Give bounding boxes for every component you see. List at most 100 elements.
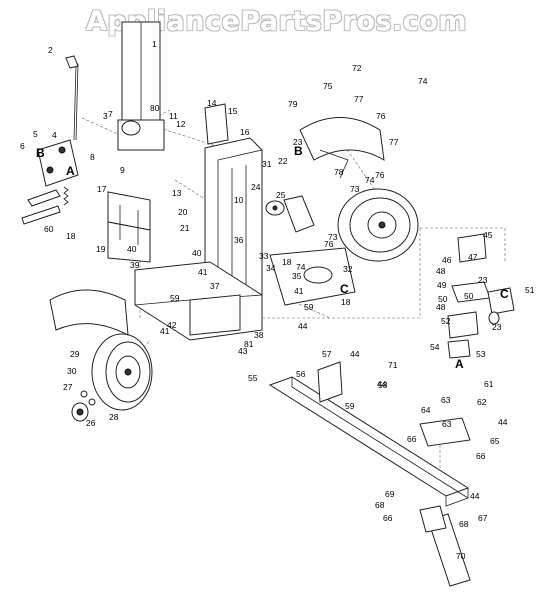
callout-17: 17 [97,184,107,194]
callout-30: 30 [67,366,77,376]
callout-40: 40 [127,244,137,254]
callout-29: 29 [70,349,80,359]
callout-43: 43 [238,346,248,356]
connector-b: B [36,146,45,160]
callout-66: 66 [407,434,417,444]
callout-44: 44 [377,379,387,389]
callout-76: 76 [376,111,386,121]
cylinder-column [117,21,165,151]
callout-18: 18 [282,257,292,267]
callout-37: 37 [210,281,220,291]
callout-2: 2 [48,45,53,55]
callout-74: 74 [296,262,306,272]
callout-59: 59 [170,293,180,303]
callout-74: 74 [365,175,375,185]
tongue-beam [268,376,470,507]
callout-44: 44 [298,321,308,331]
callout-42: 42 [167,320,177,330]
jack-stand [419,505,471,587]
callout-53: 53 [476,349,486,359]
connector-c: C [500,287,509,301]
callout-63: 63 [441,395,451,405]
callout-5: 5 [33,129,38,139]
callout-50: 50 [438,294,448,304]
callout-55: 55 [248,373,258,383]
rod [65,55,79,141]
callout-19: 19 [96,244,106,254]
callout-81: 81 [244,339,254,349]
pump-assembly [447,233,515,359]
left-fender [49,289,129,336]
callout-1: 1 [152,39,157,49]
callout-44: 44 [350,349,360,359]
callout-41: 41 [294,286,304,296]
callout-48: 48 [436,302,446,312]
callout-34: 34 [266,263,276,273]
callout-76: 76 [375,170,385,180]
callout-32: 32 [343,264,353,274]
callout-15: 15 [228,106,238,116]
callout-25: 25 [276,190,286,200]
callout-40: 40 [192,248,202,258]
callout-8: 8 [90,152,95,162]
callout-21: 21 [180,223,190,233]
callout-79: 79 [288,99,298,109]
callout-4: 4 [52,130,57,140]
callout-77: 77 [354,94,364,104]
callout-24: 24 [251,182,261,192]
callout-44: 44 [470,491,480,501]
callout-23: 23 [492,322,502,332]
callout-66: 66 [476,451,486,461]
callout-62: 62 [477,397,487,407]
callout-76: 76 [324,239,334,249]
callout-65: 65 [490,436,500,446]
left-wheel [91,333,153,411]
callout-39: 39 [130,260,140,270]
callout-51: 51 [525,285,535,295]
callout-52: 52 [441,316,451,326]
callout-18: 18 [341,297,351,307]
callout-23: 23 [478,275,488,285]
callout-80: 80 [150,103,160,113]
callout-16: 16 [240,127,250,137]
callout-41: 41 [198,267,208,277]
connector-b: B [294,144,303,158]
callout-28: 28 [109,412,119,422]
callout-38: 38 [254,330,264,340]
callout-47: 47 [468,252,478,262]
beam-bracket [317,361,343,403]
callout-11: 11 [169,111,178,121]
connector-c: C [340,282,349,296]
callout-23: 23 [293,137,303,147]
callout-50: 50 [464,291,474,301]
callout-31: 31 [262,159,272,169]
callout-68: 68 [459,519,469,529]
callout-67: 67 [478,513,488,523]
callout-70: 70 [456,551,466,561]
callout-56: 56 [296,369,306,379]
callout-58: 58 [378,380,388,390]
wedge-bracket [107,191,151,263]
callout-71: 71 [388,360,398,370]
control-valve [27,59,79,207]
callout-10: 10 [234,195,244,205]
callout-33: 33 [259,251,269,261]
callout-41: 41 [160,326,170,336]
callout-69: 69 [385,489,395,499]
clamp [419,417,471,447]
wheel-hub-parts [71,390,96,422]
callout-26: 26 [86,418,96,428]
connector-a: A [66,164,75,178]
callout-20: 20 [178,207,188,217]
callout-3: 3 [103,111,108,121]
right-wheel [337,188,419,262]
callout-59: 59 [345,401,355,411]
callout-12: 12 [176,119,186,129]
callout-14: 14 [207,98,217,108]
callout-73: 73 [350,184,360,194]
callout-72: 72 [352,63,362,73]
callout-13: 13 [172,188,182,198]
callout-44: 44 [498,417,508,427]
callout-60: 60 [44,224,54,234]
callout-64: 64 [421,405,431,415]
